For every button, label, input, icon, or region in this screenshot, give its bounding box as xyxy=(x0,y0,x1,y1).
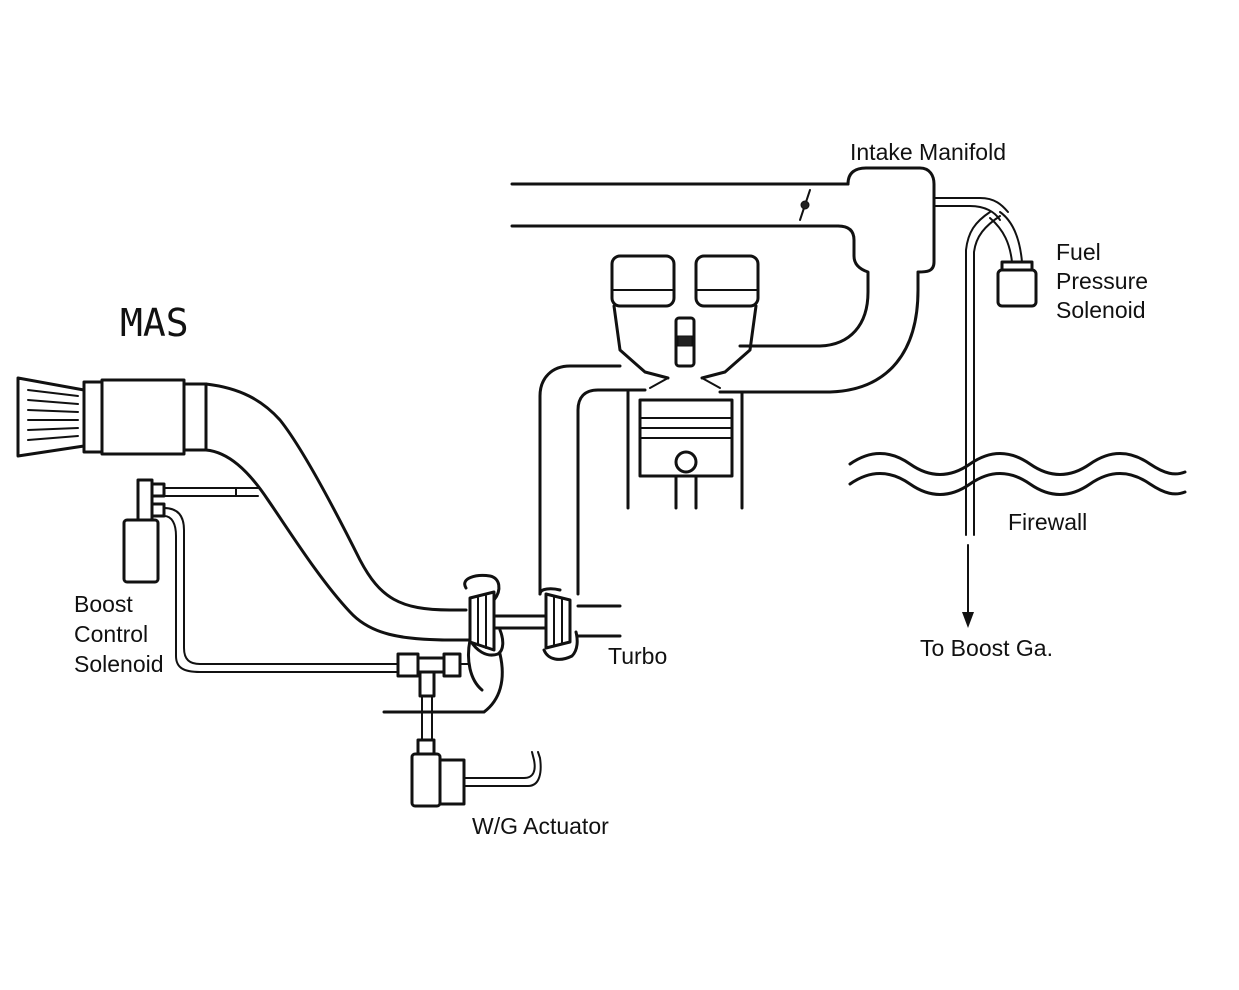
intake-manifold xyxy=(510,166,1009,394)
air-filter xyxy=(16,376,104,458)
firewall xyxy=(848,452,1187,496)
label-boost-control-solenoid-line3: Solenoid xyxy=(74,651,164,677)
label-fuel-pressure-solenoid-line3: Solenoid xyxy=(1056,297,1146,323)
label-boost-control-solenoid-line1: Boost xyxy=(74,591,133,617)
label-fuel-pressure-solenoid: Fuel Pressure Solenoid xyxy=(1056,239,1154,323)
label-wg-actuator: W/G Actuator xyxy=(472,813,609,839)
intake-pipe xyxy=(204,382,472,642)
exhaust-manifold xyxy=(538,364,647,596)
wastegate-actuator xyxy=(410,695,542,808)
label-intake-manifold: Intake Manifold xyxy=(850,139,1006,165)
boost-control-solenoid xyxy=(122,478,401,673)
fuel-pressure-solenoid xyxy=(989,211,1038,308)
label-boost-control-solenoid-line2: Control xyxy=(74,621,148,647)
label-turbo: Turbo xyxy=(608,643,667,669)
label-to-boost-gauge: To Boost Ga. xyxy=(920,635,1053,661)
boost-gauge-line xyxy=(965,211,1001,616)
t-fitting xyxy=(396,652,469,698)
throttle-plate xyxy=(799,189,811,221)
label-fuel-pressure-solenoid-line1: Fuel xyxy=(1056,239,1101,265)
turbo xyxy=(382,574,622,714)
label-firewall: Firewall xyxy=(1008,509,1087,535)
label-boost-control-solenoid: Boost Control Solenoid xyxy=(74,591,164,677)
engine-cylinder xyxy=(610,254,760,510)
mass-air-sensor xyxy=(100,378,208,456)
label-fuel-pressure-solenoid-line2: Pressure xyxy=(1056,268,1148,294)
label-mas: MAS xyxy=(120,301,189,345)
arrow-down-icon xyxy=(962,612,974,628)
